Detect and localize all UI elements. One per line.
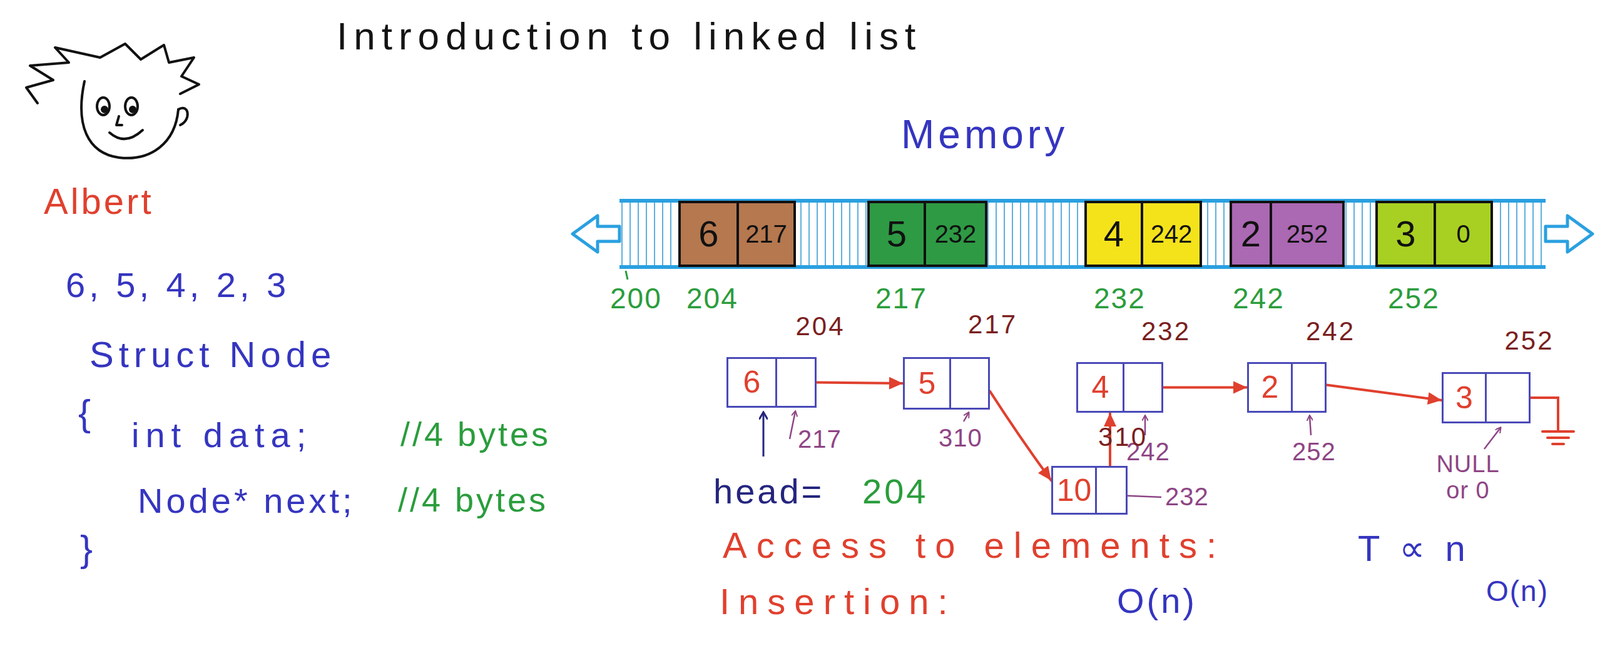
pointer-cell: 232 bbox=[926, 203, 985, 265]
head-value: 204 bbox=[862, 472, 928, 512]
memory-address: 204 bbox=[686, 282, 739, 315]
memory-block: 2 252 bbox=[1229, 200, 1345, 268]
memory-address: 242 bbox=[1232, 282, 1285, 315]
pointer-cell: 242 bbox=[1143, 203, 1200, 265]
list-node: 6204 bbox=[726, 357, 817, 408]
pointer-value: 217 bbox=[797, 425, 842, 454]
node-data: 6 bbox=[743, 365, 761, 400]
pointer-arrow bbox=[989, 391, 1052, 482]
head-label: head= bbox=[713, 472, 825, 512]
data-cell: 2 bbox=[1248, 364, 1293, 412]
cartoon-face bbox=[26, 43, 199, 159]
memory-address: 200 bbox=[610, 282, 663, 315]
code-line: Struct Node bbox=[89, 334, 337, 375]
complexity-value: O(n) bbox=[1486, 575, 1549, 608]
diagram-title: Introduction to linked list bbox=[336, 15, 922, 58]
data-cell: 5 bbox=[869, 203, 927, 265]
node-data: 4 bbox=[1091, 370, 1110, 405]
node-address: 242 bbox=[1305, 317, 1356, 363]
code-brace: { bbox=[78, 392, 91, 435]
memory-address: 252 bbox=[1387, 282, 1440, 315]
next-address: 232 bbox=[934, 220, 977, 248]
memory-address: 232 bbox=[1093, 282, 1146, 315]
data-cell: 2 bbox=[1232, 203, 1273, 265]
pointer-cell: 217 bbox=[738, 203, 794, 265]
memory-address: 217 bbox=[875, 282, 928, 315]
node-address: 204 bbox=[795, 312, 845, 358]
node-address: 232 bbox=[1141, 317, 1191, 363]
data-cell: 4 bbox=[1078, 364, 1125, 412]
memory-heading: Memory bbox=[901, 112, 1069, 157]
data-cell: 3 bbox=[1443, 374, 1487, 422]
stored-value: 5 bbox=[886, 214, 907, 255]
next-address: 242 bbox=[1150, 220, 1193, 248]
data-cell: 4 bbox=[1086, 203, 1144, 265]
next-address: 217 bbox=[745, 220, 788, 248]
memory-block: 6 217 bbox=[678, 200, 796, 268]
complexity-value: T ∝ n bbox=[1357, 528, 1471, 569]
stored-value: 3 bbox=[1395, 214, 1416, 255]
pointer-cell: 0 bbox=[1436, 203, 1491, 265]
value-list: 6, 5, 4, 2, 3 bbox=[65, 265, 290, 305]
arrow-head bbox=[889, 377, 903, 390]
memory-block: 5 232 bbox=[867, 200, 988, 268]
stored-value: 6 bbox=[698, 214, 719, 255]
code-line: Node* next; bbox=[137, 481, 356, 521]
pointer-arrow bbox=[1326, 384, 1442, 405]
pointer-value: 232 bbox=[1165, 483, 1209, 511]
data-cell: 5 bbox=[904, 359, 952, 408]
node-address: 310 bbox=[1098, 422, 1148, 467]
stored-value: 2 bbox=[1240, 214, 1261, 255]
arrow-line bbox=[989, 391, 1052, 482]
arrow-head bbox=[1038, 466, 1052, 482]
complexity-label: Insertion: bbox=[719, 581, 957, 622]
arrow-head bbox=[1427, 392, 1442, 405]
data-cell: 3 bbox=[1377, 203, 1437, 265]
next-address: 252 bbox=[1286, 220, 1329, 248]
pointer-arrow bbox=[1163, 381, 1248, 395]
node-address: 252 bbox=[1504, 326, 1554, 373]
arrow-head bbox=[1233, 381, 1248, 395]
node-address: 217 bbox=[968, 310, 1018, 358]
data-cell: 6 bbox=[728, 359, 778, 407]
list-node: 2242 bbox=[1247, 362, 1327, 413]
list-node: 10310 bbox=[1051, 466, 1128, 515]
pointer-arrow bbox=[816, 377, 903, 390]
pointer-value: 252 bbox=[1292, 438, 1336, 466]
arrow-line bbox=[1326, 384, 1442, 401]
next-address: 0 bbox=[1456, 220, 1470, 248]
memory-block: 30 bbox=[1375, 200, 1493, 268]
node-data: 3 bbox=[1455, 381, 1473, 416]
complexity-value: O(n) bbox=[1116, 581, 1198, 621]
complexity-label: Access to elements: bbox=[722, 525, 1226, 566]
stored-value: 4 bbox=[1103, 214, 1124, 255]
pointer-cell: 252 bbox=[1272, 203, 1343, 265]
memory-block: 4 242 bbox=[1084, 200, 1203, 268]
author-name: Albert bbox=[43, 181, 154, 222]
memory-strip bbox=[572, 200, 1593, 280]
node-data: 2 bbox=[1261, 370, 1279, 405]
code-comment: //4 bytes bbox=[400, 416, 551, 454]
list-node: 5217 bbox=[902, 357, 990, 410]
data-cell: 10 bbox=[1053, 468, 1097, 514]
null-note: NULL or 0 bbox=[1432, 451, 1504, 505]
code-comment: //4 bytes bbox=[397, 481, 549, 519]
node-data: 10 bbox=[1056, 473, 1092, 509]
code-brace: } bbox=[80, 528, 93, 571]
code-line: int data; bbox=[131, 416, 313, 455]
pointer-value: 310 bbox=[938, 424, 983, 452]
list-node: 3252 bbox=[1441, 372, 1531, 424]
node-data: 5 bbox=[918, 366, 937, 402]
data-cell: 6 bbox=[680, 203, 739, 265]
list-node: 4232 bbox=[1076, 362, 1164, 413]
